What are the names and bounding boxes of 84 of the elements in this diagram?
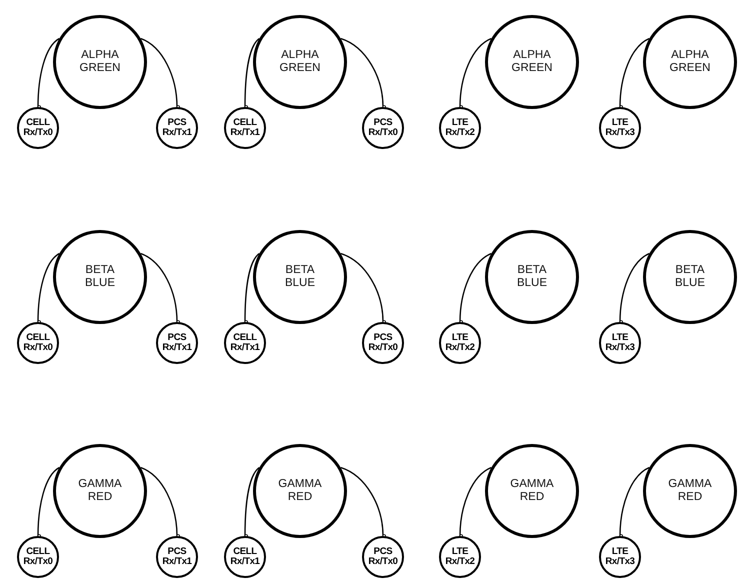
connector-line	[619, 252, 650, 324]
sector-label: ALPHA GREEN	[510, 49, 554, 75]
sector-label: BETA BLUE	[674, 264, 706, 290]
port-label: Rx/Tx0	[23, 343, 53, 354]
connector-line	[619, 466, 650, 538]
port-label: LTE	[612, 332, 628, 343]
connector-line	[140, 466, 180, 538]
port-label: CELL	[233, 332, 257, 343]
port-label: Rx/Tx3	[605, 343, 635, 354]
port-label: CELL	[26, 118, 50, 128]
antenna-port-circle	[156, 536, 198, 578]
antenna-port-circle	[439, 107, 481, 149]
port-label: Rx/Tx0	[368, 128, 398, 138]
port-label: PCS	[168, 118, 186, 128]
port-label: Rx/Tx1	[162, 557, 192, 568]
antenna-port-circle	[439, 322, 481, 364]
port-label: Rx/Tx2	[445, 128, 475, 138]
sector-label: GAMMA RED	[77, 478, 123, 504]
port-label: LTE	[452, 332, 468, 343]
port-label: Rx/Tx1	[162, 343, 192, 354]
port-label: PCS	[168, 546, 186, 557]
antenna-port-circle	[599, 536, 641, 578]
port-label: LTE	[452, 118, 468, 128]
port-label: Rx/Tx3	[605, 128, 635, 138]
connector-line	[37, 466, 60, 538]
connector-line	[619, 38, 650, 109]
port-label: CELL	[233, 118, 257, 128]
port-label: Rx/Tx3	[605, 557, 635, 568]
connector-line	[459, 38, 492, 109]
connector-line	[244, 253, 260, 324]
connector-line	[140, 252, 180, 324]
port-label: Rx/Tx1	[230, 343, 260, 354]
sector-label: GAMMA RED	[277, 478, 323, 504]
connector-line	[37, 252, 60, 324]
sector-label: BETA BLUE	[284, 264, 316, 290]
antenna-port-circle	[439, 536, 481, 578]
antenna-port-circle	[224, 322, 266, 364]
antenna-port-circle	[362, 536, 404, 578]
port-label: CELL	[233, 546, 257, 557]
antenna-port-circle	[17, 322, 59, 364]
port-label: Rx/Tx2	[445, 343, 475, 354]
connector-line	[244, 467, 260, 538]
connector-line	[340, 466, 386, 538]
port-label: Rx/Tx0	[23, 128, 53, 138]
port-label: CELL	[26, 332, 50, 343]
port-label: Rx/Tx1	[162, 128, 192, 138]
antenna-port-circle	[17, 107, 59, 149]
port-label: PCS	[374, 546, 392, 557]
port-label: Rx/Tx1	[230, 128, 260, 138]
port-label: LTE	[612, 118, 628, 128]
sector-label: BETA BLUE	[84, 264, 116, 290]
port-label: Rx/Tx2	[445, 557, 475, 568]
connector-line	[459, 252, 492, 324]
antenna-port-circle	[599, 107, 641, 149]
connector-line	[340, 252, 386, 324]
port-label: Rx/Tx0	[368, 557, 398, 568]
port-label: LTE	[452, 546, 468, 557]
port-label: Rx/Tx0	[368, 343, 398, 354]
port-label: LTE	[612, 546, 628, 557]
sector-label: GAMMA RED	[509, 478, 555, 504]
antenna-port-circle	[224, 107, 266, 149]
antenna-port-circle	[156, 322, 198, 364]
antenna-port-circle	[599, 322, 641, 364]
antenna-port-circle	[17, 536, 59, 578]
antenna-port-circle	[362, 322, 404, 364]
sector-label: BETA BLUE	[516, 264, 548, 290]
sector-label: ALPHA GREEN	[668, 49, 712, 75]
connector-line	[37, 38, 60, 109]
connector-line	[459, 466, 492, 538]
sector-label: GAMMA RED	[667, 478, 713, 504]
connector-line	[244, 38, 260, 109]
connector-line	[340, 38, 386, 109]
port-label: CELL	[26, 546, 50, 557]
port-label: PCS	[168, 332, 186, 343]
sector-label: ALPHA GREEN	[78, 49, 122, 75]
connector-line	[140, 38, 180, 109]
port-label: PCS	[374, 332, 392, 343]
port-label: Rx/Tx1	[230, 557, 260, 568]
sector-label: ALPHA GREEN	[278, 49, 322, 75]
antenna-port-circle	[224, 536, 266, 578]
antenna-port-circle	[156, 107, 198, 149]
port-label: Rx/Tx0	[23, 557, 53, 568]
antenna-port-circle	[362, 107, 404, 149]
port-label: PCS	[374, 118, 392, 128]
